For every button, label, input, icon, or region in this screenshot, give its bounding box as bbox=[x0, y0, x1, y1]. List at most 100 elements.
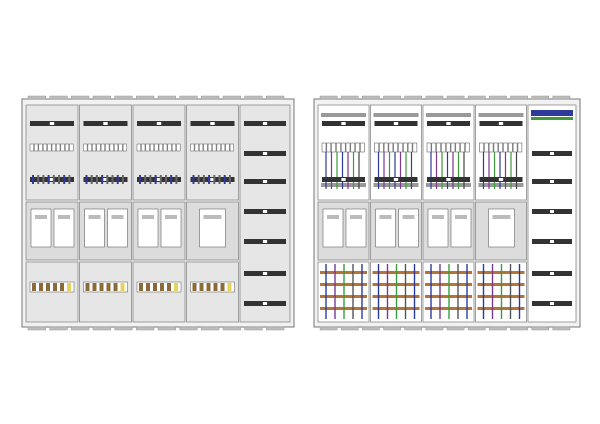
breaker-module bbox=[122, 143, 127, 152]
electricity-meter bbox=[488, 208, 515, 248]
main-switch bbox=[53, 283, 57, 291]
meter-display bbox=[492, 215, 511, 219]
meter-display bbox=[379, 215, 392, 219]
breaker-module bbox=[47, 143, 52, 152]
terminal bbox=[111, 175, 114, 184]
breaker-module bbox=[331, 142, 336, 153]
breaker-module bbox=[441, 142, 446, 153]
breaker-module bbox=[60, 143, 65, 152]
bottom-hinge bbox=[446, 326, 465, 331]
rail-marker bbox=[393, 122, 399, 125]
terminal bbox=[213, 175, 216, 184]
main-switch bbox=[99, 283, 104, 291]
main-switch-row bbox=[136, 281, 182, 293]
electricity-meter bbox=[53, 208, 75, 248]
rail-marker bbox=[262, 240, 268, 243]
meter-display bbox=[455, 215, 467, 219]
bottom-hinge bbox=[179, 326, 198, 331]
main-switch bbox=[199, 283, 204, 291]
main-switch bbox=[220, 283, 225, 291]
terminal bbox=[32, 175, 34, 184]
terminal bbox=[208, 175, 211, 184]
meter-display bbox=[165, 215, 177, 219]
main-switch bbox=[92, 283, 97, 291]
main-switch bbox=[85, 283, 90, 291]
meter-display bbox=[402, 215, 415, 219]
breaker-module bbox=[393, 142, 398, 153]
rail-marker bbox=[550, 302, 554, 305]
top-hinge bbox=[114, 95, 133, 100]
breaker-module bbox=[154, 143, 159, 152]
terminal bbox=[197, 175, 200, 184]
upper-compartment bbox=[132, 104, 186, 201]
top-hinge bbox=[552, 95, 571, 100]
breaker-module bbox=[225, 143, 230, 152]
breaker-module bbox=[407, 142, 413, 153]
top-hinge bbox=[49, 95, 68, 100]
rail bbox=[373, 113, 419, 117]
breaker-module bbox=[194, 143, 199, 152]
rail-marker bbox=[262, 302, 268, 305]
breaker-module bbox=[64, 143, 70, 152]
terminal bbox=[149, 175, 152, 184]
rail-marker bbox=[341, 122, 346, 125]
rail-marker bbox=[103, 178, 108, 181]
rail-marker bbox=[393, 178, 399, 181]
electricity-meter bbox=[137, 208, 159, 248]
main-switch bbox=[46, 283, 50, 291]
bottom-hinge bbox=[71, 326, 90, 331]
rail-marker bbox=[210, 122, 215, 125]
top-hinge bbox=[157, 95, 176, 100]
electricity-meter bbox=[375, 208, 396, 248]
top-hinge bbox=[425, 95, 444, 100]
main-switch bbox=[146, 283, 150, 291]
top-hinge bbox=[531, 95, 550, 100]
bottom-hinge bbox=[27, 326, 46, 331]
rail-marker bbox=[550, 240, 554, 243]
breaker-module bbox=[216, 143, 221, 152]
terminal bbox=[144, 175, 147, 184]
breaker-module bbox=[212, 143, 217, 152]
top-hinge bbox=[489, 95, 507, 100]
breaker-module bbox=[336, 142, 341, 153]
terminal bbox=[106, 175, 109, 184]
main-switch bbox=[206, 283, 211, 291]
breaker-module bbox=[221, 143, 226, 152]
breaker-module bbox=[445, 142, 451, 153]
top-hinge bbox=[404, 95, 423, 100]
bottom-hinge bbox=[404, 326, 423, 331]
meter-display bbox=[35, 215, 47, 219]
breaker-module bbox=[29, 143, 34, 152]
rail-marker bbox=[341, 178, 346, 181]
main-switch bbox=[167, 283, 171, 291]
bottom-hinge bbox=[266, 326, 285, 331]
terminal bbox=[52, 175, 55, 184]
rail-marker bbox=[498, 178, 504, 181]
terminal bbox=[116, 175, 119, 184]
breaker-module bbox=[171, 143, 177, 152]
rail-marker bbox=[550, 152, 554, 155]
terminal bbox=[228, 175, 231, 184]
breaker-module bbox=[488, 142, 494, 153]
main-switch bbox=[153, 283, 157, 291]
bottom-hinge bbox=[201, 326, 220, 331]
breaker-module bbox=[34, 143, 39, 152]
terminal bbox=[58, 175, 60, 184]
breaker-module bbox=[340, 142, 346, 153]
bottom-hinge bbox=[92, 326, 111, 331]
bottom-hinge bbox=[383, 326, 401, 331]
terminal bbox=[218, 175, 221, 184]
rail bbox=[321, 113, 366, 117]
rail-marker bbox=[210, 178, 215, 181]
top-hinge bbox=[362, 95, 380, 100]
terminal bbox=[95, 175, 98, 184]
breaker-module bbox=[512, 142, 518, 153]
rail-marker bbox=[262, 272, 268, 275]
terminal bbox=[47, 175, 50, 184]
rail bbox=[478, 113, 524, 117]
breaker-module bbox=[149, 143, 155, 152]
top-hinge bbox=[71, 95, 90, 100]
terminal bbox=[37, 175, 40, 184]
electricity-meter bbox=[398, 208, 419, 248]
breaker-module bbox=[38, 143, 43, 152]
